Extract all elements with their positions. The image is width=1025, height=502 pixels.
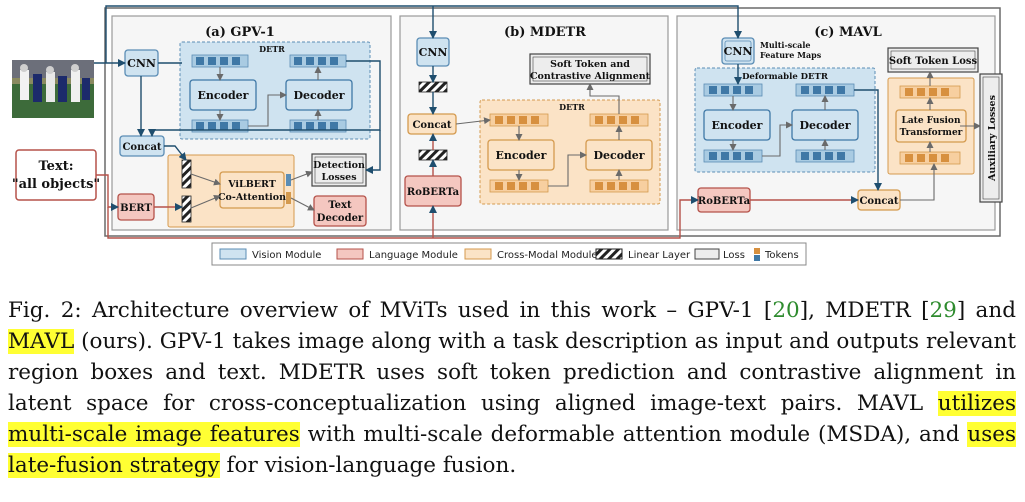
mavl-multiscale-label2: Feature Maps bbox=[760, 50, 822, 60]
input-image bbox=[12, 60, 94, 118]
legend-language: Language Module bbox=[369, 250, 458, 261]
gpv-encoder-label: Encoder bbox=[198, 89, 249, 102]
mavl-aux-label: Auxiliary Losses bbox=[987, 95, 998, 182]
mdetr-linear-vision bbox=[418, 81, 448, 93]
mavl-multiscale-label1: Multi-scale bbox=[760, 40, 810, 50]
highlight-mavl: MAVL bbox=[8, 329, 75, 354]
mavl-encoder-label: Encoder bbox=[712, 119, 763, 132]
mavl-auxiliary-losses bbox=[979, 73, 1003, 203]
gpv-textdec-label2: Decoder bbox=[317, 213, 364, 224]
caption-part-5: with multi-scale deformable attention mo… bbox=[299, 422, 968, 447]
legend-linear: Linear Layer bbox=[628, 250, 691, 261]
mdetr-concat-label: Concat bbox=[412, 120, 451, 131]
legend-tokens: Tokens bbox=[764, 250, 799, 261]
gpv-cnn-label: CNN bbox=[127, 57, 156, 70]
mavl-encoder bbox=[703, 109, 771, 141]
mavl-cnn-inner bbox=[724, 40, 752, 62]
mavl-roberta-label: RoBERTa bbox=[698, 196, 751, 207]
caption-part-6: for vision-language fusion. bbox=[219, 453, 517, 478]
gpv-detection-label1: Detection bbox=[313, 160, 365, 171]
mdetr-token-rows bbox=[489, 113, 649, 193]
mdetr-soft-label1: Soft Token and bbox=[550, 59, 630, 70]
mavl-late-label1: Late Fusion bbox=[902, 116, 961, 126]
gpv-vilbert bbox=[219, 171, 285, 209]
legend-loss: Loss bbox=[723, 250, 745, 261]
gpv-vilbert-label1: ViLBERT bbox=[227, 179, 276, 190]
legend-cross-swatch bbox=[464, 248, 492, 260]
legend: Vision Module Language Module Cross-Moda… bbox=[211, 242, 807, 266]
gpv-token-text bbox=[286, 192, 291, 204]
mdetr-cnn-label: CNN bbox=[419, 46, 448, 59]
legend-loss-swatch bbox=[694, 248, 720, 260]
gpv-concat-label: Concat bbox=[122, 142, 161, 153]
mavl-fusion-token-rows bbox=[899, 85, 961, 165]
gpv-decoder-label: Decoder bbox=[293, 89, 344, 102]
gpv-detection-label2: Losses bbox=[321, 172, 356, 183]
caption-ref-gpv[interactable]: 20 bbox=[772, 298, 800, 323]
text-input-value: "all objects" bbox=[12, 177, 100, 192]
figure-caption: Fig. 2: Architecture overview of MViTs u… bbox=[8, 295, 1016, 481]
gpv-text-decoder bbox=[313, 195, 367, 227]
gpv-detection-losses bbox=[311, 153, 367, 187]
mdetr-detr-label: DETR bbox=[559, 102, 585, 112]
mdetr-linear-language bbox=[418, 149, 448, 161]
mdetr-encoder-label: Encoder bbox=[496, 149, 547, 162]
legend-language-swatch bbox=[336, 248, 364, 260]
gpv-title: (a) GPV-1 bbox=[205, 25, 275, 40]
mdetr-soft-label2: Contrastive Alignment bbox=[530, 71, 651, 82]
legend-linear-swatch bbox=[595, 248, 623, 260]
mavl-auxiliary-inner bbox=[982, 76, 1000, 200]
gpv-detection-inner bbox=[314, 156, 364, 184]
language-connections bbox=[96, 133, 859, 239]
caption-part-3: ] and bbox=[956, 298, 1016, 323]
mavl-late-label2: Transformer bbox=[900, 128, 963, 138]
legend-cross: Cross-Modal Module bbox=[497, 250, 598, 261]
text-input-label: Text: bbox=[38, 159, 73, 174]
vision-connections bbox=[94, 5, 882, 191]
caption-part-4: (ours). GPV-1 takes image along with a t… bbox=[8, 329, 1016, 416]
mavl-cnn-label: CNN bbox=[724, 45, 753, 58]
mavl-concat-label: Concat bbox=[859, 196, 898, 207]
gpv-vilbert-label2: Co-Attention bbox=[218, 192, 286, 203]
gpv-textdec-label1: Text bbox=[328, 200, 352, 211]
mavl-deformable-label: Deformable DETR bbox=[742, 72, 829, 82]
mdetr-roberta-label: RoBERTa bbox=[407, 187, 460, 198]
mdetr-decoder-label: Decoder bbox=[593, 149, 644, 162]
mavl-soft-token-loss bbox=[887, 47, 979, 73]
gpv-token-vision bbox=[286, 174, 291, 186]
gpv-detr-label: DETR bbox=[259, 44, 285, 54]
mavl-decoder-label: Decoder bbox=[799, 119, 850, 132]
legend-vision: Vision Module bbox=[252, 250, 321, 261]
architecture-diagram: (a) GPV-1 (b) MDETR (c) MAVL Text: "all … bbox=[12, 5, 1003, 266]
gpv-linear-vision bbox=[181, 159, 192, 189]
legend-vision-swatch bbox=[219, 248, 247, 260]
legend-token-swatch-a bbox=[754, 248, 760, 254]
caption-ref-mdetr[interactable]: 29 bbox=[929, 298, 957, 323]
caption-part-1: Fig. 2: Architecture overview of MViTs u… bbox=[8, 298, 773, 323]
caption-part-2: ], MDETR [ bbox=[799, 298, 930, 323]
text-input-box bbox=[15, 149, 97, 201]
legend-token-swatch-b bbox=[754, 255, 760, 261]
mavl-token-rows bbox=[703, 83, 855, 163]
mdetr-soft-token bbox=[529, 53, 651, 85]
gpv-linear-language bbox=[181, 195, 192, 223]
mavl-soft-token-loss-inner bbox=[890, 50, 976, 70]
mdetr-title: (b) MDETR bbox=[504, 25, 586, 40]
mavl-title: (c) MAVL bbox=[814, 25, 882, 40]
internal-connections bbox=[190, 66, 981, 211]
mavl-soft-loss-label: Soft Token Loss bbox=[889, 56, 978, 67]
mdetr-soft-token-inner bbox=[532, 56, 648, 82]
gpv-bert-label: BERT bbox=[120, 203, 152, 214]
